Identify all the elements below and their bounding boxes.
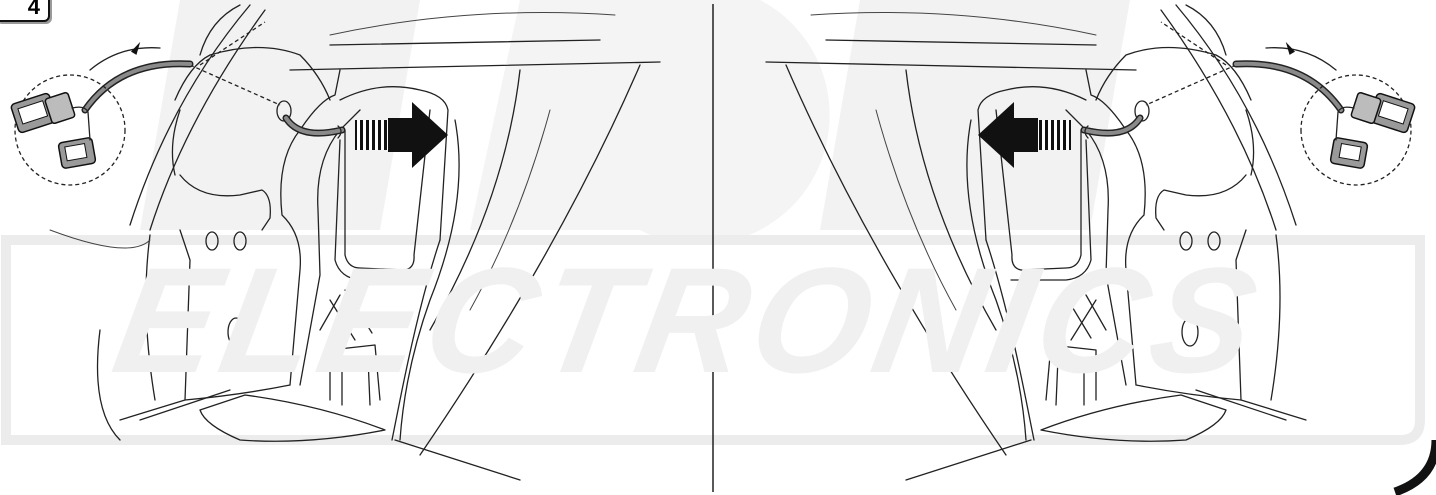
direction-arrow-left-icon: [978, 102, 1071, 168]
right-panel: [765, 4, 1416, 481]
wiring-connector-icon: [1329, 91, 1416, 169]
direction-arrow-right-icon: [355, 102, 448, 168]
watermark-logo: [1, 0, 1425, 445]
wiring-connector-icon: [10, 91, 97, 169]
left-panel: [10, 4, 661, 481]
page-corner: [1393, 439, 1436, 495]
step-number-badge: 4: [0, 0, 50, 22]
